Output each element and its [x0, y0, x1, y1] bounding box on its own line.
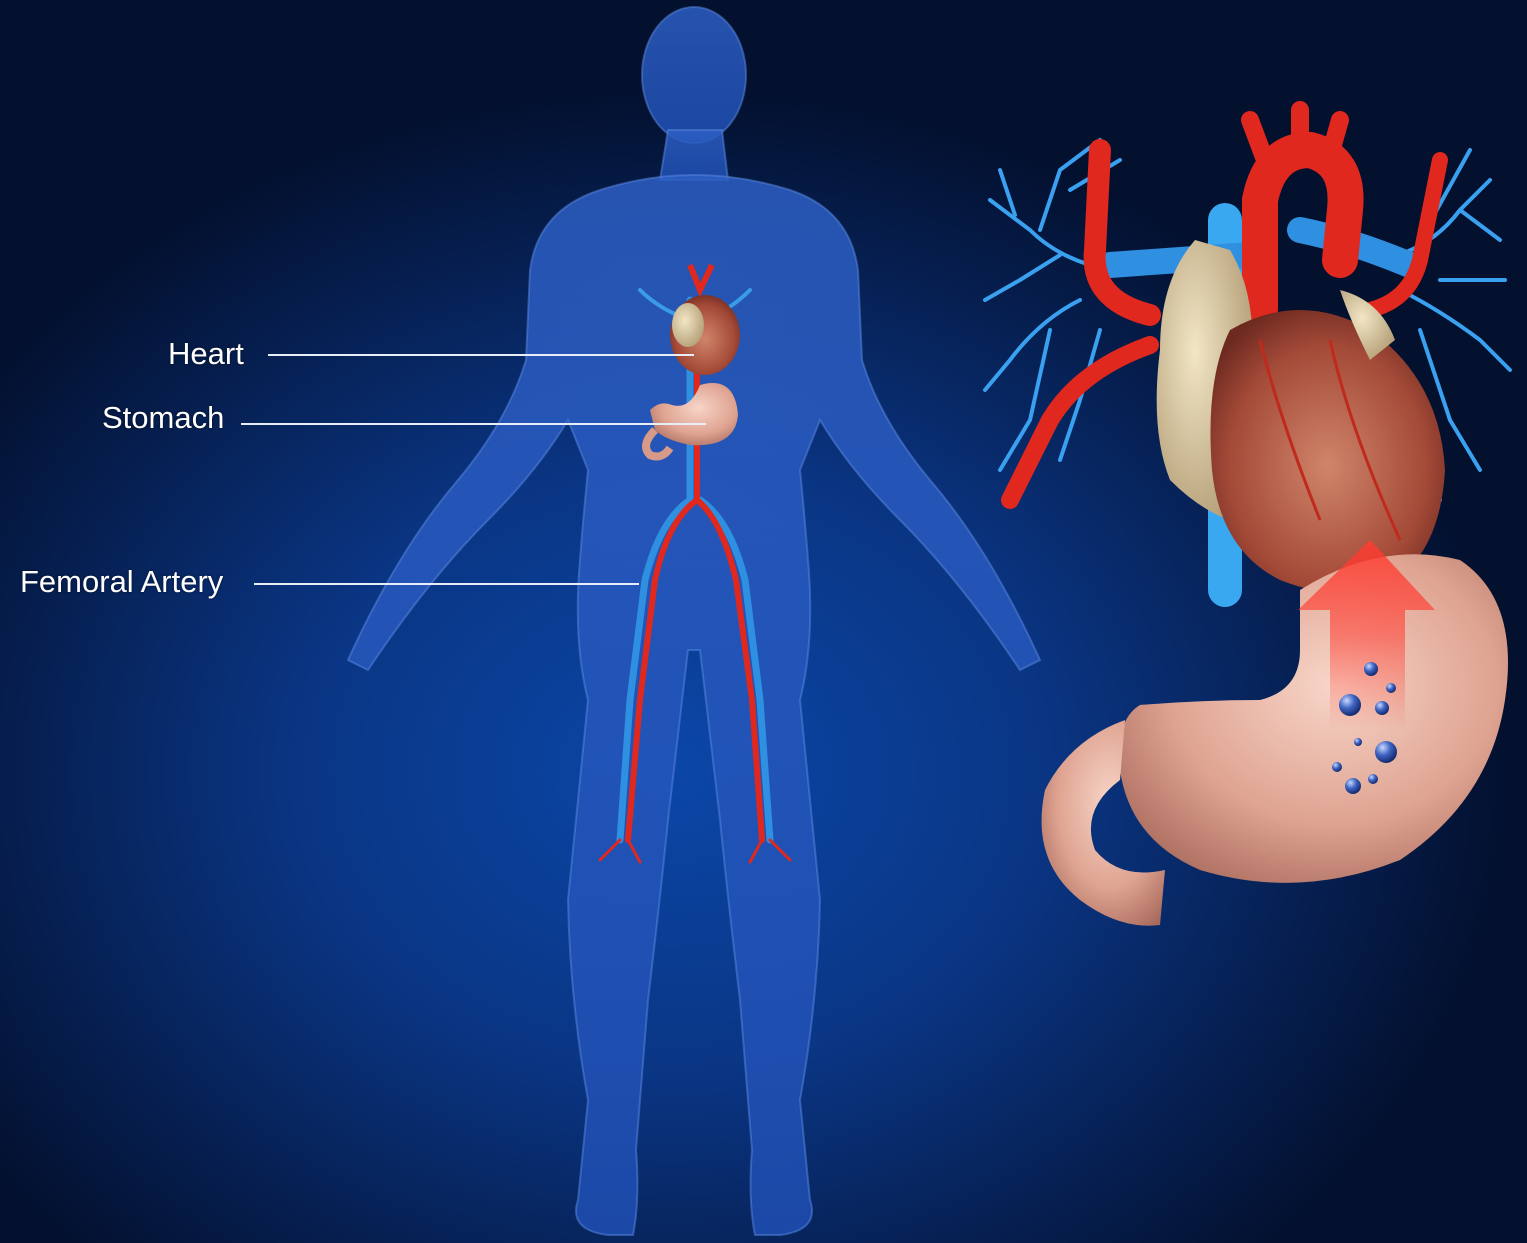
- label-stomach: Stomach: [102, 400, 224, 436]
- label-heart: Heart: [168, 336, 244, 372]
- leader-line-stomach: [241, 423, 706, 425]
- leader-line-femoral-artery: [254, 583, 639, 585]
- label-femoral-artery: Femoral Artery: [20, 564, 223, 600]
- leader-line-heart: [268, 354, 694, 356]
